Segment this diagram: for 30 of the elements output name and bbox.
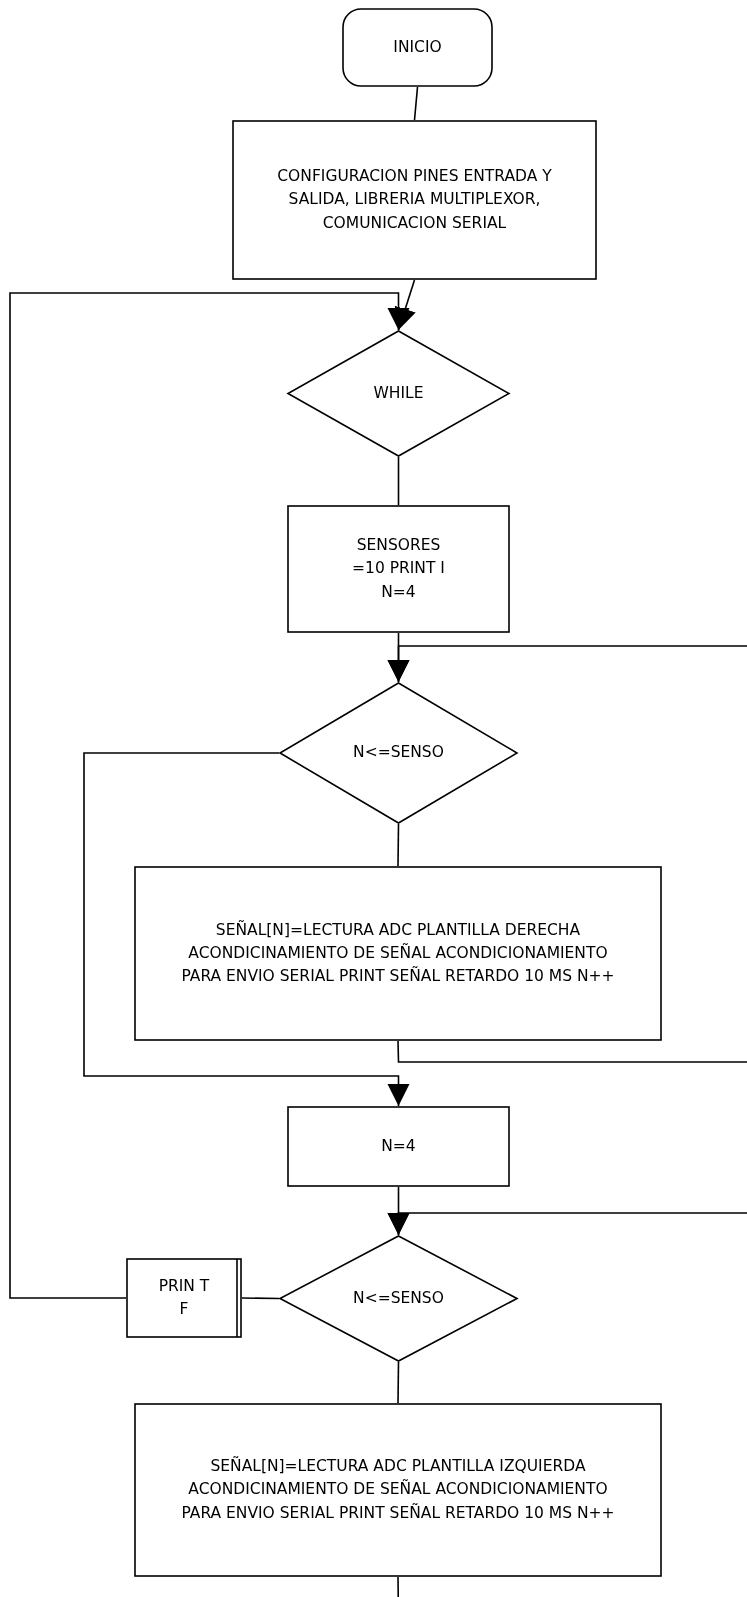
process-box — [134, 866, 662, 1041]
node-label: SEÑAL[N]=LECTURA ADC PLANTILLA IZQUIERDA ACONDICINAMIENTO DE SEÑAL ACONDICIONAMIENTO PARA ENVIO SERIAL PRINT SEÑAL RETARDO 10 MS N++ — [180, 1455, 616, 1524]
node-label: SENSORES =10 PRINT I N=4 — [351, 535, 446, 603]
process-box — [287, 505, 510, 633]
node-label: CONFIGURACION PINES ENTRADA Y SALIDA, LIBRERIA MULTIPLEXOR, COMUNICACION SERIAL — [276, 166, 553, 234]
node-label: SEÑAL[N]=LECTURA ADC PLANTILLA DERECHA ACONDICINAMIENTO DE SEÑAL ACONDICIONAMIENTO PARA ENVIO SERIAL PRINT SEÑAL RETARDO 10 MS N++ — [180, 919, 616, 988]
arrow — [387, 645, 747, 1063]
node-label: WHILE — [372, 382, 425, 404]
decision-diamond — [287, 330, 510, 457]
connector-line — [397, 1361, 400, 1404]
connector-line — [413, 86, 419, 121]
process-box — [232, 120, 597, 280]
connector-line — [241, 1297, 280, 1300]
connector-line — [397, 823, 400, 867]
node-label: N<=SENSO — [352, 1287, 445, 1309]
arrow — [394, 279, 416, 331]
decision-diamond — [279, 682, 518, 824]
node-label: N<=SENSO — [352, 742, 445, 764]
node-label: INICIO — [392, 36, 443, 58]
node-label: N=4 — [380, 1135, 417, 1157]
start-terminal — [342, 8, 493, 87]
connector-line — [397, 456, 400, 506]
arrow — [387, 1212, 747, 1597]
process-box — [287, 1106, 510, 1187]
arrow — [83, 752, 410, 1107]
arrow — [9, 292, 410, 1299]
decision-diamond — [279, 1235, 518, 1362]
node-label: PRIN T F — [157, 1275, 211, 1320]
subroutine-box — [126, 1258, 242, 1338]
process-box — [134, 1403, 662, 1577]
